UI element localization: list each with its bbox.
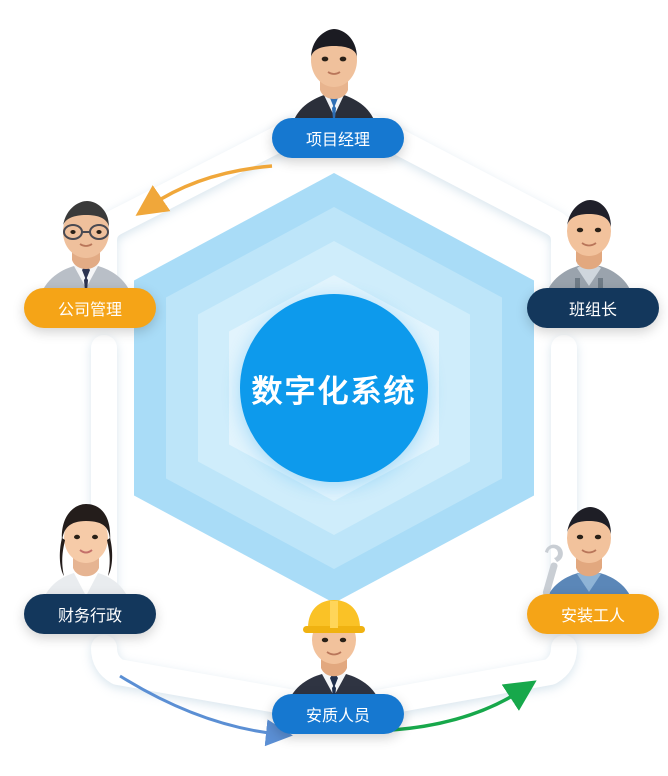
- node-project-manager[interactable]: 项目经理: [272, 12, 404, 158]
- team-leader-label[interactable]: 班组长: [527, 288, 659, 328]
- node-team-leader[interactable]: 班组长: [527, 182, 659, 328]
- center-node-label: 数字化系统: [251, 373, 417, 409]
- safety-quality-label-text: 安质人员: [305, 708, 370, 725]
- center-node: 数字化系统: [240, 294, 428, 482]
- node-company-management[interactable]: 公司管理: [24, 182, 156, 328]
- node-installation-worker[interactable]: 安装工人: [527, 488, 659, 634]
- node-safety-quality[interactable]: 安质人员: [272, 588, 404, 734]
- project-manager-label[interactable]: 项目经理: [272, 118, 404, 158]
- team-leader-label-text: 班组长: [568, 302, 617, 319]
- installation-worker-label-text: 安装工人: [560, 608, 625, 625]
- safety-quality-label[interactable]: 安质人员: [272, 694, 404, 734]
- company-management-label[interactable]: 公司管理: [24, 288, 156, 328]
- company-management-label-text: 公司管理: [57, 302, 122, 319]
- node-finance-admin[interactable]: 财务行政: [24, 488, 156, 634]
- finance-admin-label-text: 财务行政: [57, 608, 122, 625]
- finance-admin-label[interactable]: 财务行政: [24, 594, 156, 634]
- safety-helmet-icon: [303, 600, 365, 633]
- project-manager-label-text: 项目经理: [305, 132, 370, 149]
- installation-worker-label[interactable]: 安装工人: [527, 594, 659, 634]
